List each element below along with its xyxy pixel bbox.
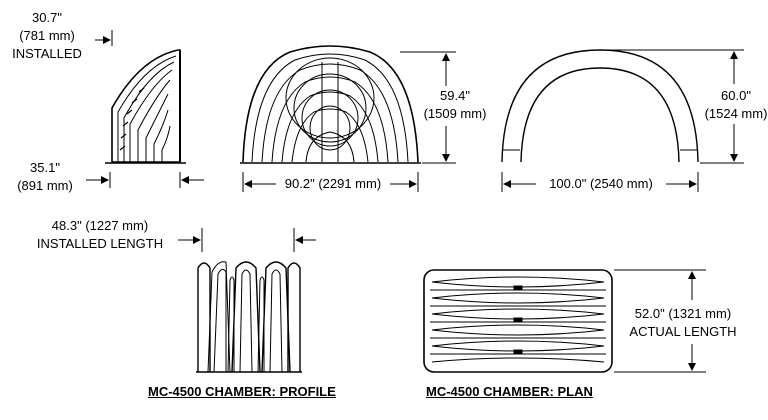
side-depth-mm: (891 mm): [17, 178, 73, 193]
plan-view-dimensions: [614, 269, 706, 373]
side-height-note: INSTALLED: [12, 46, 82, 61]
arch-height-in: 60.0": [721, 88, 751, 103]
arch-width: 100.0" (2540 mm): [549, 176, 653, 191]
profile-view-dimensions: [178, 228, 316, 252]
side-view-drawing: [105, 49, 186, 164]
profile-length: 48.3" (1227 mm): [51, 218, 149, 233]
plan-length: 52.0" (1321 mm): [634, 306, 732, 321]
end-view-dimensions: [242, 51, 456, 192]
end-view-drawing: [240, 45, 421, 164]
profile-view-drawing: [196, 261, 302, 373]
end-height-mm: (1509 mm): [423, 106, 487, 121]
side-depth-in: 35.1": [30, 160, 60, 175]
profile-caption: MC-4500 CHAMBER: PROFILE: [148, 384, 336, 399]
end-height-in: 59.4": [440, 88, 470, 103]
side-height-in: 30.7": [32, 10, 62, 25]
profile-length-note: INSTALLED LENGTH: [36, 236, 164, 251]
end-width: 90.2" (2291 mm): [284, 176, 382, 191]
arch-height-mm: (1524 mm): [704, 106, 768, 121]
side-view-dimensions: [86, 30, 204, 188]
plan-view-drawing: [423, 269, 613, 373]
arch-view-drawing: [501, 49, 699, 163]
arch-view-dimensions: [501, 49, 744, 192]
plan-caption: MC-4500 CHAMBER: PLAN: [426, 384, 593, 399]
plan-length-note: ACTUAL LENGTH: [629, 324, 737, 339]
side-height-mm: (781 mm): [19, 28, 75, 43]
